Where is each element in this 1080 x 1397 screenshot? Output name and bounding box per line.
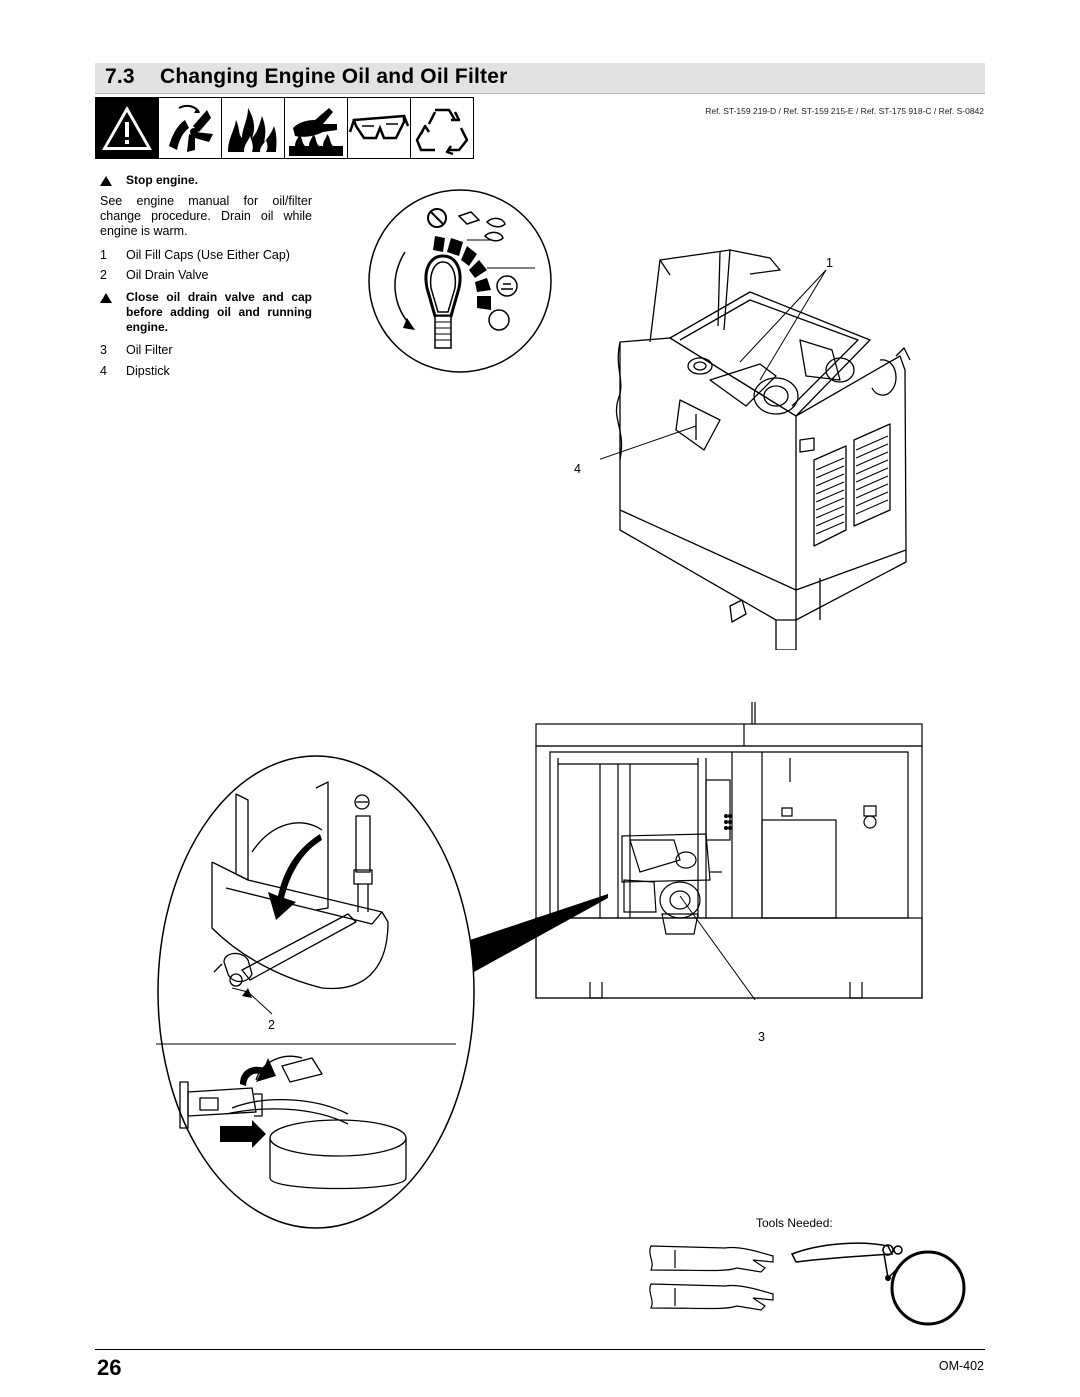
- callout-3: 3: [758, 1030, 765, 1044]
- gloves-icon: [649, 1245, 774, 1311]
- hot-parts-fan-icon: [158, 97, 222, 159]
- item-number: 4: [100, 364, 107, 378]
- front-elevation-illustration: [535, 702, 923, 1000]
- item-label: Oil Filter: [126, 343, 173, 357]
- item-4: 4 Dipstick: [100, 364, 312, 379]
- document-code: OM-402: [938, 1359, 984, 1373]
- callout-4: 4: [574, 462, 581, 476]
- welder-generator-illustration: [600, 249, 911, 650]
- item-2: 2 Oil Drain Valve: [100, 268, 312, 283]
- section-title: Changing Engine Oil and Oil Filter: [160, 65, 508, 88]
- recycle-icon: [410, 97, 474, 159]
- footer-rule: [95, 1349, 985, 1350]
- callout-1: 1: [826, 256, 833, 270]
- stop-engine-step: Stop engine.: [100, 173, 312, 188]
- drain-valve-detail-illustration: [156, 755, 475, 1229]
- hot-surface-hand-icon: [284, 97, 348, 159]
- item-label: Oil Drain Valve: [126, 268, 209, 282]
- reference-line: Ref. ST-159 219-D / Ref. ST-159 215-E / …: [705, 106, 984, 116]
- section-number: 7.3: [105, 65, 135, 88]
- safety-icon-strip: [95, 97, 474, 161]
- section-header: 7.3 Changing Engine Oil and Oil Filter: [95, 63, 985, 94]
- item-number: 2: [100, 268, 107, 282]
- filter-wrench-icon: [790, 1242, 966, 1326]
- item-1: 1 Oil Fill Caps (Use Either Cap): [100, 248, 312, 263]
- detail-projection-wedge: [470, 894, 608, 972]
- warning-triangle-icon: [100, 293, 112, 303]
- instructions-text: See engine manual for oil/filter change …: [100, 194, 312, 238]
- item-number: 1: [100, 248, 107, 262]
- stop-engine-text: Stop engine.: [126, 173, 198, 187]
- caution-step: Close oil drain valve and cap before add…: [100, 290, 312, 335]
- item-label: Oil Fill Caps (Use Either Cap): [126, 248, 290, 262]
- page-number: 26: [97, 1355, 122, 1380]
- oil-level-gauge-illustration: [368, 189, 552, 373]
- caution-text: Close oil drain valve and cap before add…: [126, 290, 312, 334]
- item-number: 3: [100, 343, 107, 357]
- warning-triangle-icon: [100, 176, 112, 186]
- item-3: 3 Oil Filter: [100, 343, 312, 358]
- warning-icon: [95, 97, 159, 159]
- item-label: Dipstick: [126, 364, 170, 378]
- callout-2: 2: [268, 1018, 275, 1032]
- safety-glasses-icon: [347, 97, 411, 159]
- fire-icon: [221, 97, 285, 159]
- tools-needed-label: Tools Needed:: [756, 1216, 833, 1230]
